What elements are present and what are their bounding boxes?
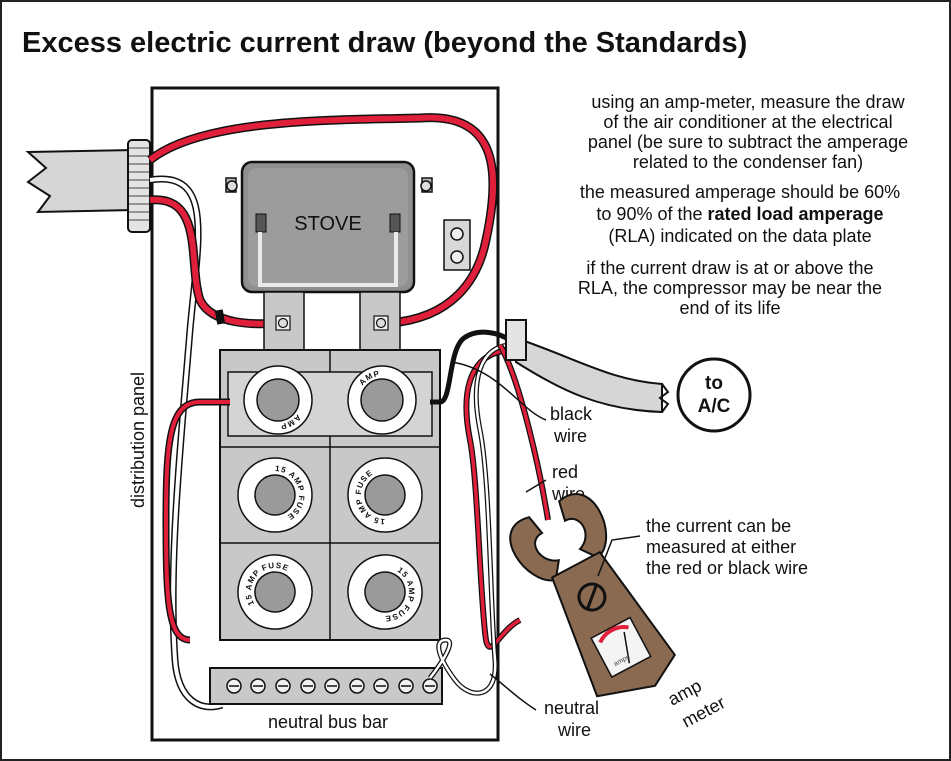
note-2-line-3: (RLA) indicated on the data plate: [608, 226, 871, 246]
black-wire: [430, 329, 514, 405]
to-ac-line-2: A/C: [698, 396, 731, 417]
note-2-line-1: the measured amperage should be 60%: [580, 182, 900, 202]
note-2-rla-bold: rated load amperage: [708, 204, 884, 224]
note-1-line-4: related to the condenser fan): [633, 152, 863, 172]
ground-terminal-block: [443, 219, 471, 271]
to-ac-line-1: to: [705, 373, 723, 394]
neutral-wire-label-line-1: neutral: [544, 698, 599, 718]
screw-icon: [375, 317, 387, 329]
meter-needle: [623, 631, 631, 664]
note-1-line-1: using an amp-meter, measure the draw: [591, 92, 905, 112]
stove-breaker: STOVE: [225, 160, 433, 351]
note-1-line-3: panel (be sure to subtract the amperage: [588, 132, 908, 152]
screw-icon: [450, 227, 464, 241]
ac-cable-connector: [505, 319, 527, 361]
red-wire-label-line-1: red: [552, 462, 578, 482]
red-wire-left: [149, 196, 281, 327]
neutral-bus-bar: [209, 667, 443, 705]
incoming-service-cable: [25, 139, 151, 233]
fuse-middle-left: 15 AMP FUSE: [237, 457, 313, 533]
black-wire-label-line-2: wire: [553, 426, 587, 446]
red-wire-top: [148, 114, 496, 326]
red-wire-leader: [525, 479, 547, 493]
current-note-line-1: the current can be: [646, 516, 791, 536]
instruction-notes: using an amp-meter, measure the draw of …: [578, 92, 908, 318]
upper-fuse-left: AMP: [243, 365, 313, 435]
fuse-bottom-left: 15 AMP FUSE: [232, 552, 313, 630]
note-2-line-2: to 90% of the rated load amperage: [596, 204, 883, 224]
red-wire-left-loop: [163, 400, 230, 642]
screw-icon: [226, 180, 238, 192]
screw-icon: [277, 317, 289, 329]
neutral-main-wire: [149, 177, 223, 709]
note-2-line-2-text: to 90% of the: [596, 204, 707, 224]
amp-meter: amps: [509, 493, 677, 698]
black-wire-leader: [451, 361, 547, 421]
distribution-panel-label: distribution panel: [128, 372, 148, 508]
ac-cable: [505, 319, 670, 414]
note-1-line-2: of the air conditioner at the electrical: [603, 112, 892, 132]
diagram-title: Excess electric current draw (beyond the…: [22, 27, 747, 59]
current-note-line-3: the red or black wire: [646, 558, 808, 578]
breaker-handle: [258, 232, 398, 287]
note-3-line-1: if the current draw is at or above the: [586, 258, 873, 278]
black-wire-label-line-1: black: [550, 404, 593, 424]
note-3-line-2: RLA, the compressor may be near the: [578, 278, 882, 298]
wire-tape-mark: [214, 309, 226, 325]
neutral-bus-bar-label: neutral bus bar: [268, 712, 388, 732]
neutral-wire-leader: [489, 673, 537, 711]
current-note-line-2: measured at either: [646, 537, 796, 557]
note-3-line-3: end of its life: [679, 298, 780, 318]
upper-fuse-right: AMP: [347, 365, 417, 435]
screw-icon: [450, 250, 464, 264]
screw-icon: [420, 180, 432, 192]
stove-label: STOVE: [294, 213, 361, 235]
neutral-ac-wire: [429, 343, 513, 695]
neutral-wire-label-line-2: wire: [557, 720, 591, 740]
to-ac-badge: to A/C: [676, 357, 752, 433]
cable-connector: [127, 139, 151, 233]
current-note-leader: [597, 535, 641, 577]
meter-jaw-right: [557, 493, 608, 559]
fuse-middle-right: 15 AMP FUSE: [347, 457, 423, 533]
